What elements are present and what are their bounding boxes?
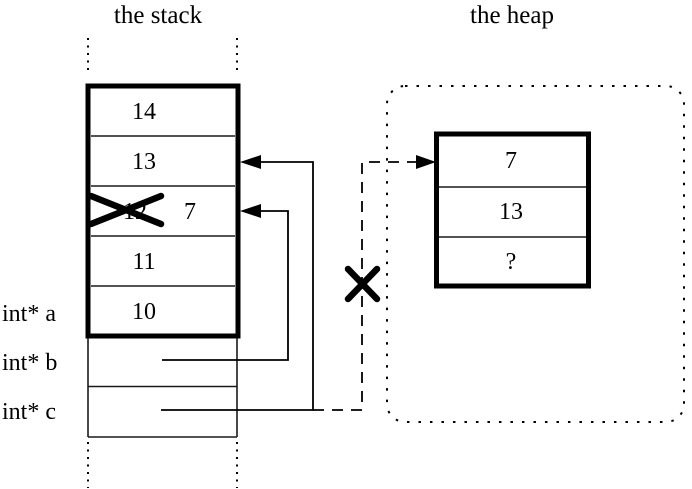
stack-cell-old-value-12: 12 <box>123 199 147 225</box>
heap-cell-value-7: 7 <box>505 148 517 174</box>
stack-pointer-cells <box>87 338 238 438</box>
stack-guide-dotted-lines <box>87 38 238 488</box>
pointer-b-arrow <box>162 204 289 361</box>
heap-object-box <box>434 131 591 289</box>
crossout-x-pointer-icon <box>344 265 381 303</box>
dangling-pointer-dashed-arrow <box>313 155 436 411</box>
heap-cell-value-unknown: ? <box>505 249 517 275</box>
stack-cell-new-value-7: 7 <box>184 199 196 225</box>
heap-region-border <box>386 85 685 423</box>
heap-title: the heap <box>470 2 554 29</box>
stack-cell-value-14: 14 <box>132 99 156 125</box>
pointer-c-arrow <box>161 155 314 411</box>
stack-cell-value-13: 13 <box>132 149 156 175</box>
stack-cell-value-11: 11 <box>132 249 156 275</box>
pointer-label-b: int* b <box>2 350 58 376</box>
heap-cell-value-13: 13 <box>499 199 523 225</box>
stack-title: the stack <box>113 2 203 29</box>
pointer-label-c: int* c <box>2 399 56 425</box>
crossout-x-cell-icon <box>87 192 165 228</box>
pointer-label-a: int* a <box>2 301 56 327</box>
stack-cell-value-10: 10 <box>132 299 156 325</box>
stack-frame-box <box>85 83 241 339</box>
